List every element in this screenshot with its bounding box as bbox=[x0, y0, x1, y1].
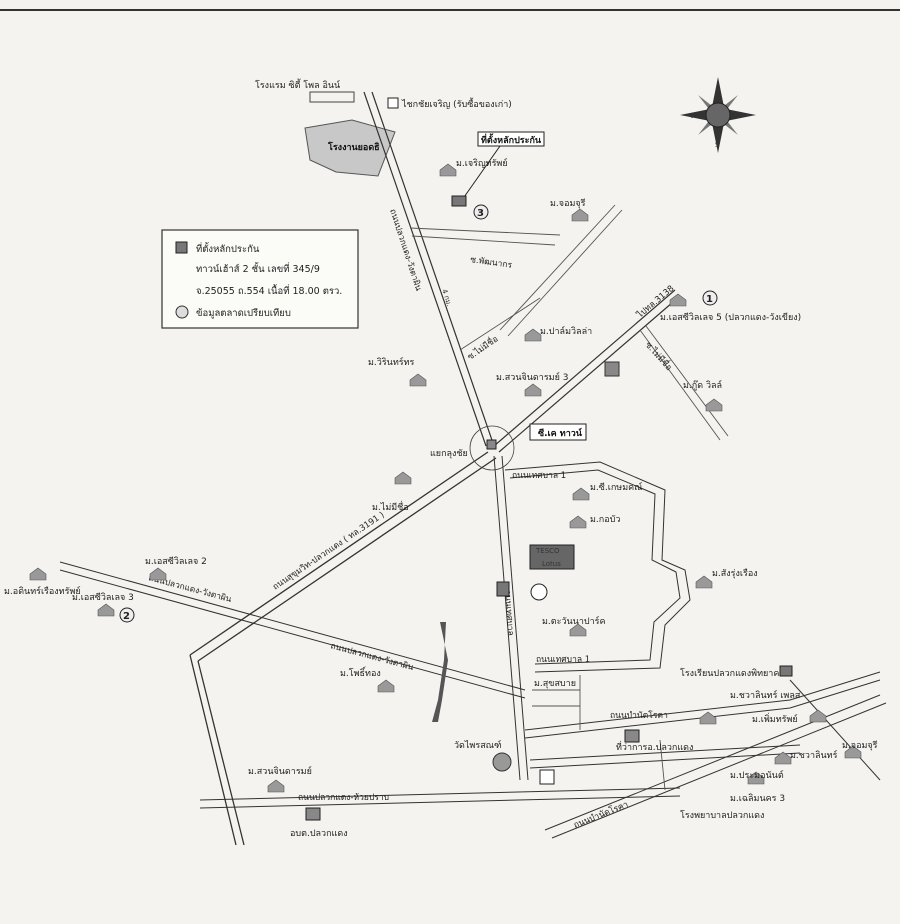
legend-subject-line1: ทาวน์เฮ้าส์ 2 ชั้น เลขที่ 345/9 bbox=[196, 262, 320, 275]
station-icon bbox=[496, 581, 510, 597]
hotel-label: โรงแรม ซิตี้ โพล อินน์ bbox=[255, 78, 340, 91]
tesaban1-loop bbox=[504, 461, 691, 673]
kfc-box bbox=[529, 423, 587, 441]
label-ploenrat: ม.เพิ่มทรัพย์ bbox=[752, 712, 798, 725]
road-tesaban bbox=[493, 455, 529, 781]
label-chawarin2: ม.ชวาลินทร์ bbox=[790, 749, 838, 761]
svg-text:3: 3 bbox=[477, 208, 484, 219]
label-palmville: ม.ปาล์มวิลล่า bbox=[540, 325, 592, 337]
nomi-soi2-label: ซ.ไม่มีชื่อ bbox=[643, 339, 675, 373]
subject-location: ที่ตั้งหลักประกัน 3 bbox=[451, 131, 545, 220]
factory-label: โรงงานยอดธิ bbox=[327, 141, 380, 153]
svg-text:E: E bbox=[732, 112, 736, 120]
label-nomi: ม.ไม่มีชื่อ bbox=[372, 500, 409, 513]
label-school: โรงเรียนปลวกแดงพิทยาคม bbox=[680, 668, 785, 679]
svg-text:W: W bbox=[690, 112, 697, 120]
shop-icon bbox=[387, 97, 399, 109]
side-sois bbox=[409, 204, 729, 791]
km-label: 4 กม. bbox=[440, 288, 453, 307]
label-chomjuri: ม.จอมจุรี bbox=[842, 740, 878, 751]
huaipab-label: ถนนปลวกแดง-ห้วยปราบ bbox=[298, 792, 389, 803]
amphoe-icon bbox=[624, 729, 640, 743]
label-eastville5: ม.เอสซีวิลเลจ 5 (ปลวกแดง-วังเขียง) bbox=[660, 312, 801, 323]
label-sukbai: ม.สุขสบาย bbox=[534, 679, 576, 689]
abt-icon bbox=[305, 807, 321, 821]
tesaban1b-label: ถนนเทศบาล 1 bbox=[536, 655, 590, 665]
compass-icon: N S E W bbox=[680, 77, 756, 153]
label-prasong: ม.ประมอนันต์ bbox=[730, 769, 784, 781]
label-hospital: โรงพยาบาลปลวกแดง bbox=[680, 810, 764, 821]
comp-marker-3 bbox=[473, 204, 489, 220]
label-ardinroi: ม.อดินทร์เรืองทรัพย์ bbox=[4, 585, 81, 597]
seven-eleven-icon bbox=[539, 769, 555, 785]
legend-subject-line2: จ.25055 ถ.554 เนื้อที่ 18.00 ตรว. bbox=[196, 284, 342, 297]
label-kfc: ซี.เค ทาวน์ bbox=[538, 427, 583, 439]
svg-text:TESCO: TESCO bbox=[535, 547, 560, 555]
intersection-circle bbox=[469, 425, 515, 471]
legend-subject-title: ที่ตั้งหลักประกัน bbox=[196, 242, 260, 255]
label-kobua: ม.กอบัว bbox=[590, 515, 620, 525]
road-3138 bbox=[493, 289, 681, 453]
label-chomjuri-top: ม.จอมจุรี bbox=[550, 198, 586, 209]
shop-label: ไชกชัยเจริญ (รับซื้อของเก่า) bbox=[401, 97, 512, 110]
tesaban1-label: ถนนเทศบาล 1 bbox=[512, 471, 566, 481]
tesco-lotus-icon: TESCO Lotus bbox=[529, 544, 575, 601]
intersection-signal bbox=[486, 439, 497, 450]
road-huaipab bbox=[199, 787, 681, 809]
label-amphoe: ที่ว่าการอ.ปลวกแดง bbox=[616, 740, 693, 753]
road-tesaban-label: ถนนเทศบาล bbox=[502, 590, 515, 637]
comp-marker-1 bbox=[702, 290, 718, 306]
svg-text:1: 1 bbox=[706, 294, 713, 305]
banchoke2-label: ถนนบำนัดโรคา bbox=[572, 799, 630, 831]
label-charoen: ม.เจริญทรัพย์ bbox=[456, 157, 508, 169]
hotel-icon bbox=[309, 91, 355, 103]
label-suanjin: ม.สวนจินดารมย์ bbox=[248, 765, 312, 777]
svg-text:S: S bbox=[715, 141, 720, 149]
subject-box-label: ที่ตั้งหลักประกัน bbox=[481, 133, 542, 146]
road-sukhumvit-label: ถนนสุขุมวิท-ปลวกแดง ( ทล.3191 ) bbox=[271, 510, 386, 592]
label-wirin: ม.วิรินทร์ทร bbox=[368, 356, 415, 368]
comp-marker-2 bbox=[119, 607, 135, 623]
house-markers bbox=[29, 163, 862, 793]
school-icon bbox=[779, 665, 793, 677]
tesaban1-loop-inner bbox=[509, 469, 681, 665]
factory-area bbox=[304, 119, 396, 177]
label-chinnakorn: ม.ซี.เกษมคณ์ bbox=[590, 481, 643, 493]
label-sungrueng: ม.สังรุ่งเรือง bbox=[712, 568, 758, 579]
label-phothong: ม.โพธิ์ทอง bbox=[340, 666, 381, 679]
label-eastville2: ม.เอสซีวิลเลจ 2 bbox=[145, 556, 207, 567]
label-suanjin3: ม.สวนจินดารมย์ 3 bbox=[496, 371, 568, 383]
label-wat: วัดไพรสณฑ์ bbox=[454, 739, 502, 751]
label-tawanpark: ม.ตะวันนาปาร์ค bbox=[542, 615, 606, 627]
temple-icon-north bbox=[604, 361, 620, 377]
legend: ที่ตั้งหลักประกัน ทาวน์เฮ้าส์ 2 ชั้น เลข… bbox=[161, 229, 359, 329]
road-west bbox=[59, 561, 526, 699]
legend-comparable: ข้อมูลตลาดเปรียบเทียบ bbox=[196, 307, 291, 319]
label-goodville: ม.กู๊ด วิลล์ bbox=[683, 379, 722, 391]
road-north-label: ถนนปลวกแดง-วังตาผิน bbox=[387, 208, 423, 293]
label-eastville3: ม.เอสซีวิลเลจ 3 bbox=[72, 592, 134, 603]
label-chaleem3: ม.เฉลิมนคร 3 bbox=[730, 793, 785, 804]
road-banchoke bbox=[524, 671, 881, 739]
svg-text:N: N bbox=[715, 91, 720, 99]
legend-subject-swatch bbox=[175, 241, 188, 254]
creek bbox=[432, 622, 448, 722]
road-north bbox=[363, 91, 495, 447]
svg-text:Lotus: Lotus bbox=[542, 560, 561, 568]
intersection-label: แยกลุงชัย bbox=[430, 449, 468, 459]
road-sukhumvit bbox=[189, 451, 497, 846]
wat-icon bbox=[492, 752, 512, 772]
banchoke-label: ถนนบำนัดโรคา bbox=[610, 710, 668, 721]
label-chawarin: ม.ชวาลินทร์ เพลส bbox=[730, 689, 801, 701]
label-abt: อบต.ปลวกแดง bbox=[290, 829, 348, 839]
nomi-soi-label: ซ.ไม่มีชื่อ bbox=[465, 333, 500, 363]
legend-comparable-swatch bbox=[175, 305, 189, 319]
pattanakorn-label: ซ.พัฒนากร bbox=[470, 255, 513, 271]
svg-text:2: 2 bbox=[123, 611, 130, 622]
